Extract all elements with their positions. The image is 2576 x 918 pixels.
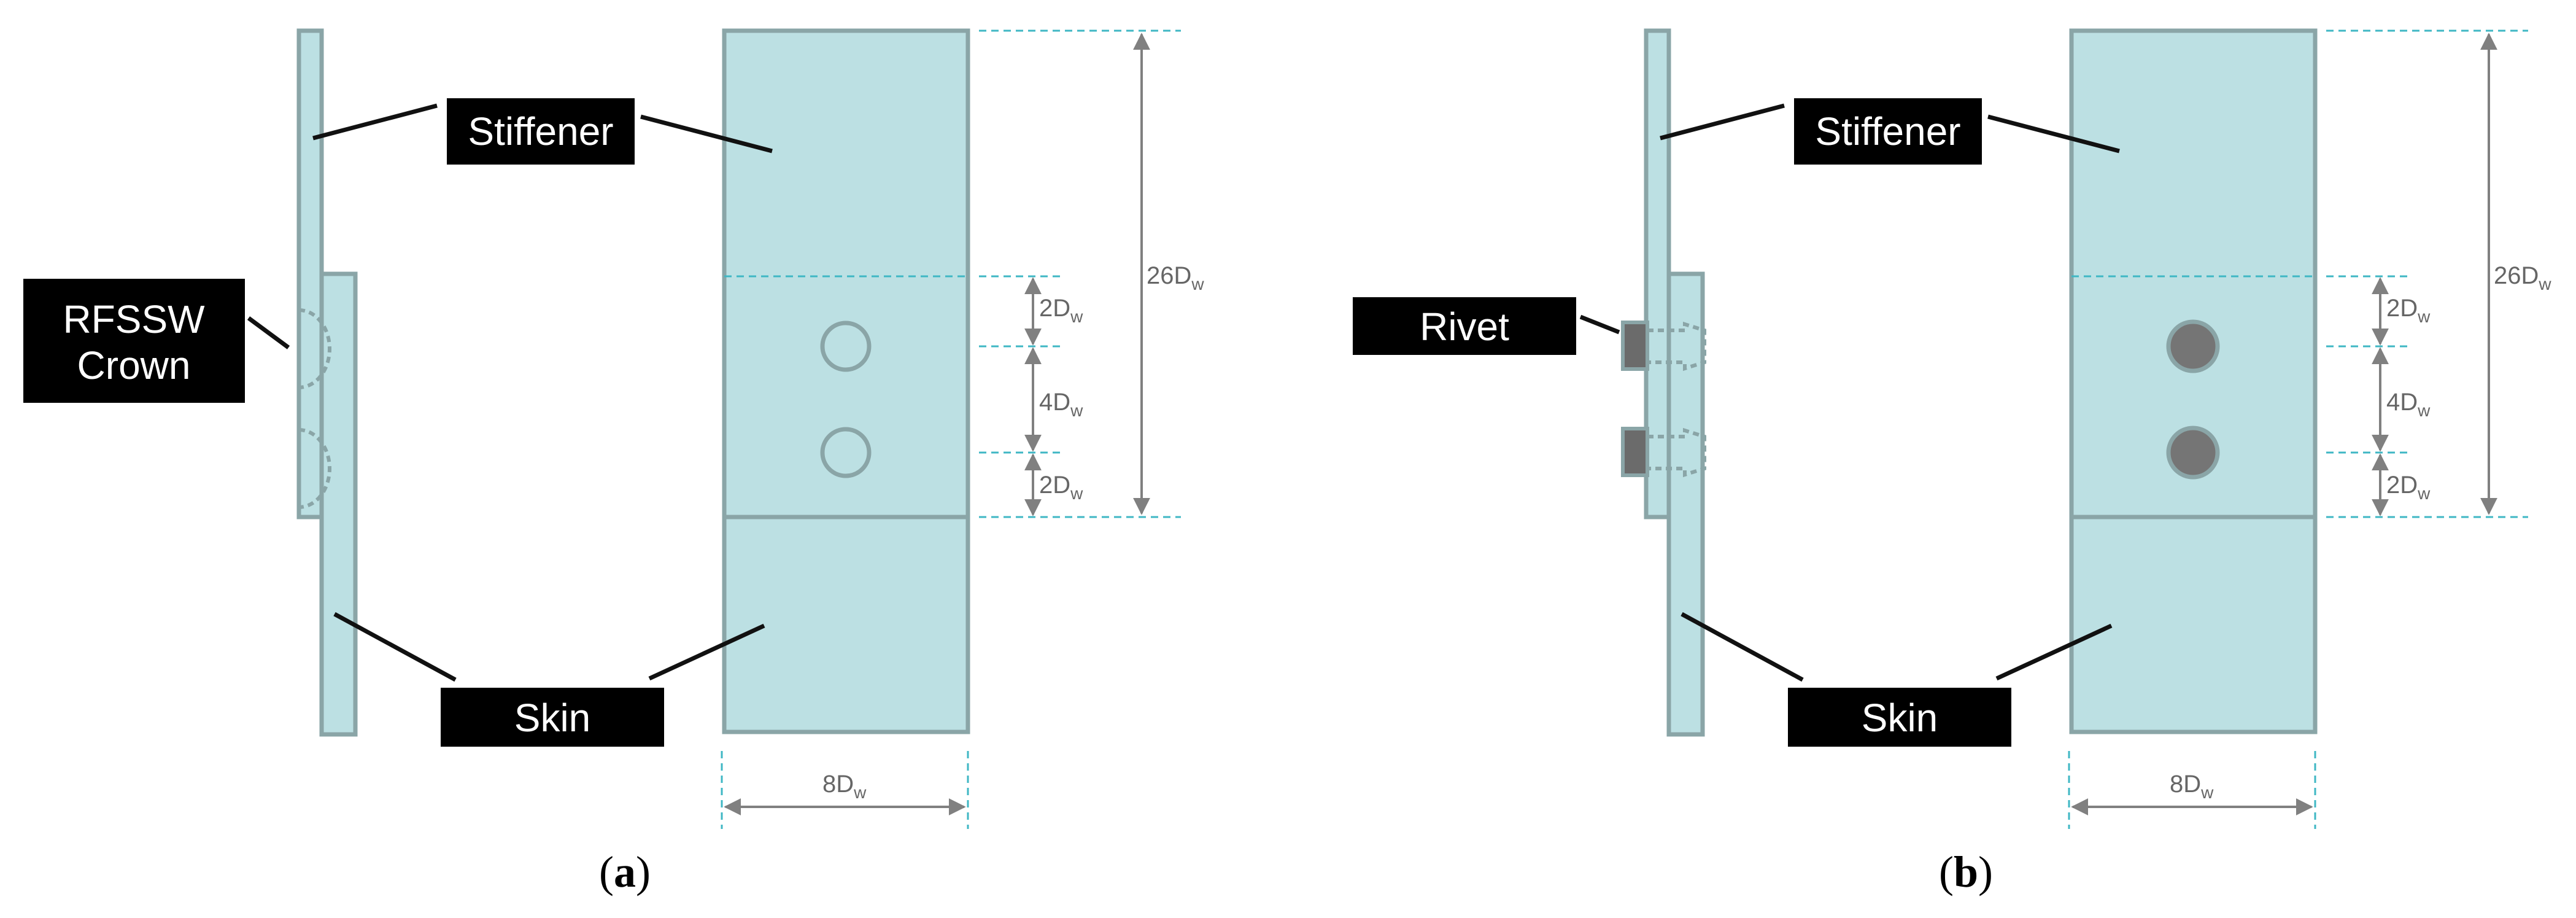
leader-stiffener-side-a (312, 103, 438, 141)
rivet-head-upper (1621, 321, 1649, 371)
stiffener-label-b: Stiffener (1815, 109, 1960, 154)
rfssw-crown-lower (298, 428, 331, 509)
crown-label-line2-a: Crown (77, 343, 191, 387)
stiffener-side-b (1644, 28, 1671, 519)
rivet-shank-lower (1647, 427, 1706, 478)
crown-label-line1-a: RFSSW (63, 297, 205, 341)
skin-front-b (2069, 515, 2318, 734)
skin-label-a: Skin (514, 696, 591, 740)
side-view-a (296, 28, 358, 737)
skin-front-a (722, 515, 970, 734)
leader-skin-side-a (333, 612, 457, 682)
dim-pitch-a: 4Dw (1039, 389, 1083, 420)
dim-edge-bottom-b: 2Dw (2386, 472, 2431, 503)
rivet-label-b: Rivet (1420, 305, 1509, 349)
skin-label-b: Skin (1862, 696, 1938, 740)
leader-skin-side-b (1681, 612, 1804, 682)
dim-width-b: 8Dw (2170, 771, 2214, 802)
rivet-label-box-b (1353, 297, 1576, 355)
front-view-a (722, 28, 970, 734)
leader-stiffener-front-b (1987, 114, 2120, 154)
skin-label-box-a (441, 688, 664, 747)
front-view-b (2069, 28, 2318, 734)
weld-spot-upper-a (820, 321, 872, 372)
dimensions-b: 26Dw 2Dw 4Dw 2Dw 8Dw (2068, 29, 2551, 829)
dim-edge-bottom-a: 2Dw (1039, 472, 1083, 503)
leader-rivet-b (1579, 314, 1620, 335)
side-view-b (1621, 28, 1706, 737)
stiffener-label-a: Stiffener (468, 109, 613, 154)
rivet-spot-upper-b (2166, 319, 2220, 373)
leader-stiffener-front-a (640, 114, 773, 154)
stiffener-front-a (722, 28, 970, 519)
skin-side-a (319, 271, 358, 737)
leader-crown-a (247, 316, 290, 349)
leader-skin-front-b (1995, 623, 2113, 681)
skin-label-box-b (1788, 688, 2011, 747)
leader-skin-front-a (648, 623, 765, 681)
rivet-head-lower (1621, 427, 1649, 477)
dim-width-a: 8Dw (822, 771, 867, 802)
rivet-shank-upper (1647, 321, 1706, 371)
caption-a: (a) (599, 847, 651, 897)
dim-pitch-b: 4Dw (2386, 389, 2431, 420)
panel-a: Stiffener Skin RFSSW Crown 26Dw 2Dw 4Dw (23, 28, 1204, 897)
dim-edge-top-b: 2Dw (2386, 295, 2431, 326)
caption-b: (b) (1939, 847, 1993, 897)
dim-total-b: 26Dw (2494, 262, 2551, 294)
skin-side-b (1666, 271, 1705, 737)
leader-stiffener-side-b (1660, 103, 1785, 141)
rivet-spot-lower-b (2166, 426, 2220, 480)
rfssw-crown-upper (298, 308, 331, 389)
crown-label-box-a (23, 279, 245, 403)
dimensions-a: 26Dw 2Dw 4Dw 2Dw 8Dw (721, 29, 1204, 829)
stiffener-side-a (296, 28, 324, 519)
dim-edge-top-a: 2Dw (1039, 295, 1083, 326)
dim-total-a: 26Dw (1147, 262, 1204, 294)
weld-spot-lower-a (820, 427, 872, 478)
stiffener-label-box-b (1794, 98, 1982, 165)
stiffener-label-box-a (447, 98, 635, 165)
panel-b: Stiffener Skin Rivet 26Dw 2Dw 4Dw 2Dw (1353, 28, 2551, 897)
